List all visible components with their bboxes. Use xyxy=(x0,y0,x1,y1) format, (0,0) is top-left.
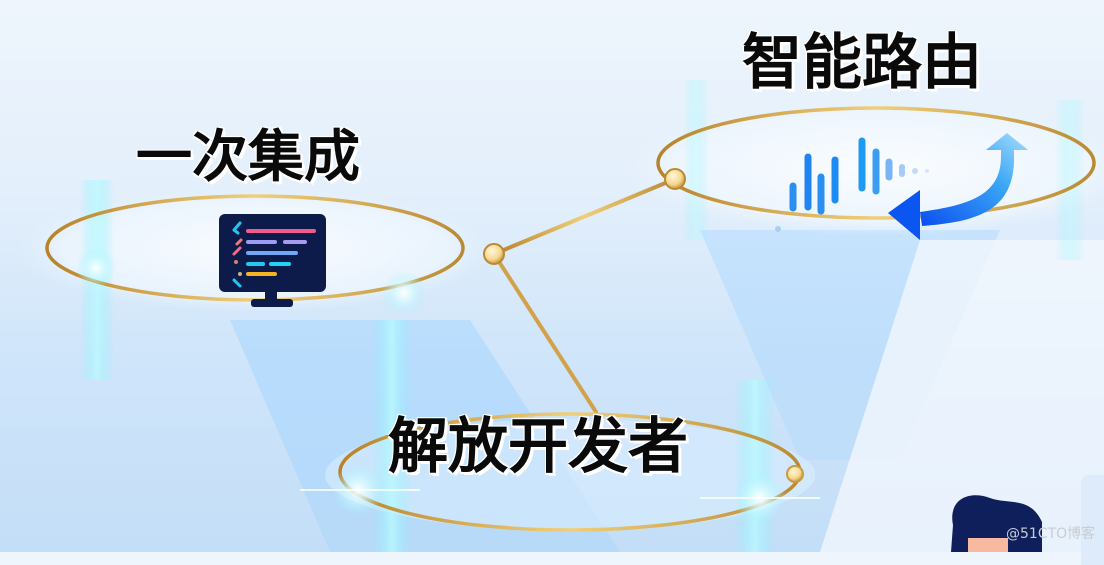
node-label-routing: 智能路由 xyxy=(742,28,982,98)
code-monitor-icon xyxy=(219,214,326,307)
sparkle-icon xyxy=(76,248,820,524)
joint-node xyxy=(483,243,505,265)
watermark: @51CTO博客 xyxy=(1006,526,1096,542)
disc-liberate xyxy=(325,419,815,531)
joint-node xyxy=(664,168,686,190)
scene-graphics xyxy=(15,80,1104,552)
ring-routing xyxy=(656,106,1096,220)
node-label-integrate: 一次集成 xyxy=(136,125,360,190)
light-pillar xyxy=(1055,100,1085,260)
audio-wave-icon xyxy=(775,121,929,232)
light-beam-bright xyxy=(820,240,1104,552)
infographic-canvas: 一次集成 智能路由 解放开发者 @51CTO博客 xyxy=(15,28,1104,565)
light-pillar xyxy=(735,380,775,552)
connector-line xyxy=(492,252,598,414)
light-pillar xyxy=(683,80,709,240)
joint-node xyxy=(786,465,804,483)
side-card-edge xyxy=(1081,475,1104,565)
node-label-liberate: 解放开发者 xyxy=(388,412,688,482)
avatar-character xyxy=(951,495,1042,552)
route-arrow-icon xyxy=(888,133,1028,240)
connector-line xyxy=(492,177,677,256)
